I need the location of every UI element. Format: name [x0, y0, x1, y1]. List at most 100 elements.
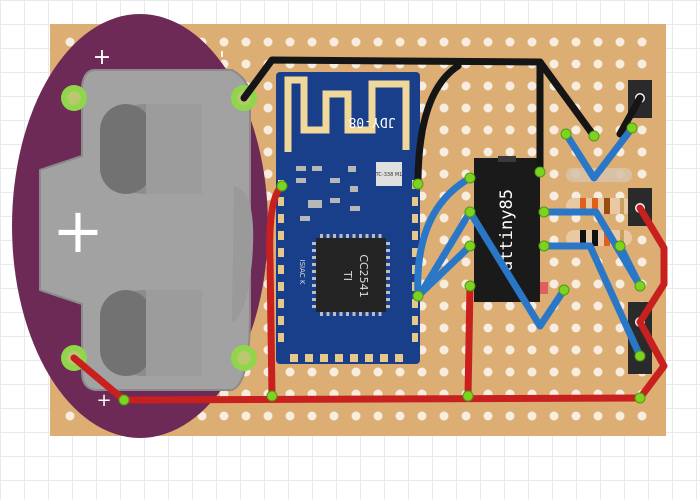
- perfboard-hole: [417, 411, 427, 421]
- perfboard-hole: [615, 81, 625, 91]
- ble-chip-pin: [372, 312, 375, 316]
- perfboard-hole: [549, 59, 559, 69]
- perfboard-hole: [549, 103, 559, 113]
- ble-chip-pin: [333, 234, 336, 238]
- ble-chip-pin: [365, 234, 369, 238]
- ble-chip-marking: ISIAC K: [298, 260, 306, 285]
- perfboard-hole: [637, 59, 647, 69]
- ble-pad-bottom: [290, 354, 298, 362]
- perfboard-hole: [637, 147, 647, 157]
- perfboard-hole: [417, 367, 427, 377]
- wire-endpoint: [634, 350, 646, 362]
- ble-chip-pin: [386, 298, 390, 301]
- perfboard-hole: [593, 59, 603, 69]
- wire-endpoint: [626, 122, 638, 134]
- ble-pad-right: [412, 214, 418, 223]
- perfboard-hole: [527, 81, 537, 91]
- ble-chip-pin: [333, 312, 336, 316]
- ble-pad-left: [278, 265, 284, 274]
- perfboard-hole: [571, 125, 581, 135]
- wire-endpoint: [118, 394, 130, 406]
- blue-wire-1: [414, 174, 474, 300]
- ble-chip-pins: [312, 234, 390, 316]
- battery-pin-bottom-right: [231, 345, 257, 371]
- battery-lower-label: +: [96, 390, 111, 411]
- ble-pad-bottom: [350, 354, 358, 362]
- wire-endpoint: [266, 390, 278, 402]
- perfboard-hole: [483, 37, 493, 47]
- ble-chip-pin: [386, 242, 390, 245]
- battery-contact-top-shade: [100, 104, 152, 194]
- perfboard-hole: [505, 37, 515, 47]
- perfboard-hole: [593, 103, 603, 113]
- perfboard-hole: [263, 411, 273, 421]
- battery-plus-symbol: +: [52, 194, 104, 267]
- perfboard-hole: [549, 323, 559, 333]
- perfboard-hole: [593, 345, 603, 355]
- perfboard-hole: [483, 103, 493, 113]
- ble-pad-left: [278, 248, 284, 257]
- perfboard-hole: [439, 103, 449, 113]
- ble-pad-right: [412, 231, 418, 240]
- ble-chip-pin: [312, 305, 316, 308]
- ble-pad-bottom: [365, 354, 373, 362]
- ble-model-label: JDY-08: [349, 114, 396, 129]
- perfboard-hole: [527, 147, 537, 157]
- perfboard-hole: [307, 411, 317, 421]
- ble-chip-pin: [386, 256, 390, 259]
- perfboard-hole: [439, 279, 449, 289]
- battery-clip-shade: [232, 186, 254, 322]
- perfboard-hole: [263, 81, 273, 91]
- wire-endpoint: [412, 290, 424, 302]
- perfboard-hole: [483, 323, 493, 333]
- ble-chip-pin: [386, 263, 390, 266]
- perfboard-hole: [527, 103, 537, 113]
- perfboard-hole: [439, 323, 449, 333]
- wire-endpoint: [558, 284, 570, 296]
- ble-crystal: [376, 162, 402, 186]
- perfboard-hole: [615, 213, 625, 223]
- perfboard-hole: [637, 235, 647, 245]
- ble-pad-left: [278, 197, 284, 206]
- perfboard-hole: [461, 125, 471, 135]
- perfboard-hole: [461, 257, 471, 267]
- perfboard-hole: [65, 411, 75, 421]
- perfboard-hole: [241, 411, 251, 421]
- perfboard-hole: [615, 411, 625, 421]
- perfboard-hole: [505, 345, 515, 355]
- black-wire-header: [616, 94, 644, 138]
- perfboard-hole: [549, 37, 559, 47]
- ble-chip-pin: [312, 242, 316, 245]
- ble-pad-left: [278, 299, 284, 308]
- wire-endpoints: [118, 122, 646, 406]
- ble-chip-pin: [386, 305, 390, 308]
- ble-small-marking: TC-338 M1: [375, 172, 403, 178]
- perfboard-hole: [241, 37, 251, 47]
- perfboard-hole: [571, 323, 581, 333]
- ble-chip-pin: [312, 284, 316, 287]
- wire-endpoint: [412, 178, 424, 190]
- perfboard-hole: [549, 367, 559, 377]
- perfboard-hole: [527, 37, 537, 47]
- perfboard-hole: [439, 411, 449, 421]
- perfboard-hole: [285, 411, 295, 421]
- wire-endpoint: [538, 240, 550, 252]
- perfboard-hole: [329, 37, 339, 47]
- wire-endpoint: [464, 172, 476, 184]
- ble-chip-pin: [386, 277, 390, 280]
- perfboard-hole: [637, 411, 647, 421]
- perfboard-hole: [549, 235, 559, 245]
- wire-endpoint: [276, 180, 288, 192]
- perfboard-hole: [615, 367, 625, 377]
- ble-chip-pin: [386, 270, 390, 273]
- perfboard-hole: [505, 147, 515, 157]
- perfboard-hole: [549, 411, 559, 421]
- battery-pin-top-left: [61, 85, 87, 111]
- perfboard-hole: [527, 125, 537, 135]
- perfboard-hole: [571, 213, 581, 223]
- ble-pad-left: [278, 231, 284, 240]
- perfboard-hole: [637, 257, 647, 267]
- perfboard-hole: [263, 147, 273, 157]
- perfboard-hole: [571, 301, 581, 311]
